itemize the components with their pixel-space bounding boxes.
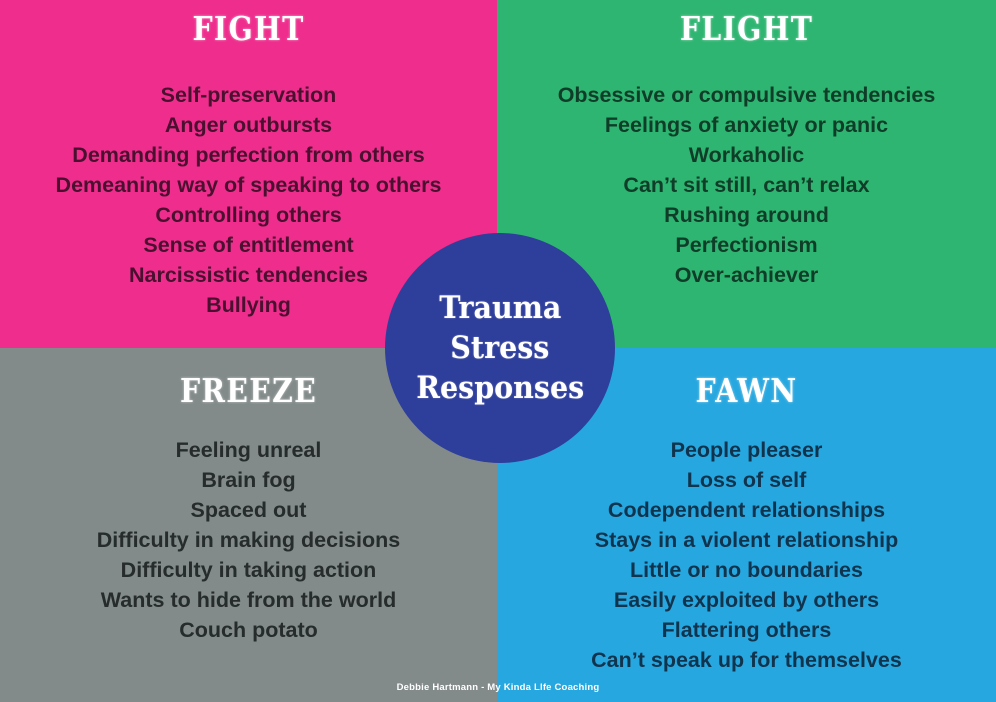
list-item: Codependent relationships (607, 498, 886, 522)
quadrant-fawn-list: People pleaser Loss of self Codependent … (497, 435, 996, 675)
list-item: Difficulty in taking action (120, 558, 377, 582)
center-title-line-1: Trauma (438, 290, 562, 326)
quadrant-fawn-title: FAWN (695, 371, 798, 410)
center-circle: Trauma Stress Responses (385, 233, 615, 463)
list-item: Can’t speak up for themselves (591, 648, 902, 672)
center-title-line-3: Responses (416, 370, 584, 406)
list-item: Demeaning way of speaking to others (55, 173, 442, 197)
center-title-line-2: Stress (450, 330, 550, 366)
list-item: Over-achiever (674, 263, 819, 287)
list-item: Self-preservation (160, 83, 337, 107)
list-item: Narcissistic tendencies (128, 263, 368, 287)
list-item: Controlling others (155, 203, 342, 227)
list-item: Flattering others (661, 618, 832, 642)
quadrant-fight-list: Self-preservation Anger outbursts Demand… (0, 80, 497, 320)
list-item: Loss of self (686, 468, 807, 492)
list-item: Workaholic (688, 143, 805, 167)
list-item: Anger outbursts (164, 113, 333, 137)
quadrant-freeze-list: Feeling unreal Brain fog Spaced out Diff… (0, 435, 497, 645)
list-item: Wants to hide from the world (100, 588, 397, 612)
list-item: Demanding perfection from others (72, 143, 425, 167)
list-item: Bullying (206, 293, 291, 317)
list-item: Difficulty in making decisions (96, 528, 401, 552)
list-item: Feelings of anxiety or panic (604, 113, 889, 137)
quadrant-fight: FIGHT Self-preservation Anger outbursts … (0, 0, 497, 348)
credit-line: Debbie Hartmann - My Kinda LIfe Coaching (396, 682, 600, 693)
list-item: Rushing around (664, 203, 829, 227)
list-item: Stays in a violent relationship (594, 528, 899, 552)
quadrant-flight-title: FLIGHT (679, 9, 814, 48)
list-item: Easily exploited by others (613, 588, 880, 612)
list-item: Feeling unreal (175, 438, 322, 462)
list-item: Couch potato (179, 618, 318, 642)
quadrant-freeze-title: FREEZE (179, 371, 318, 410)
list-item: Can’t sit still, can’t relax (623, 173, 870, 197)
list-item: People pleaser (670, 438, 823, 462)
list-item: Perfectionism (675, 233, 818, 257)
list-item: Brain fog (201, 468, 296, 492)
quadrant-fight-title: FIGHT (192, 9, 305, 48)
list-item: Spaced out (190, 498, 307, 522)
list-item: Little or no boundaries (630, 558, 863, 582)
list-item: Sense of entitlement (143, 233, 354, 257)
list-item: Obsessive or compulsive tendencies (557, 83, 936, 107)
quadrant-flight-list: Obsessive or compulsive tendencies Feeli… (497, 80, 996, 290)
